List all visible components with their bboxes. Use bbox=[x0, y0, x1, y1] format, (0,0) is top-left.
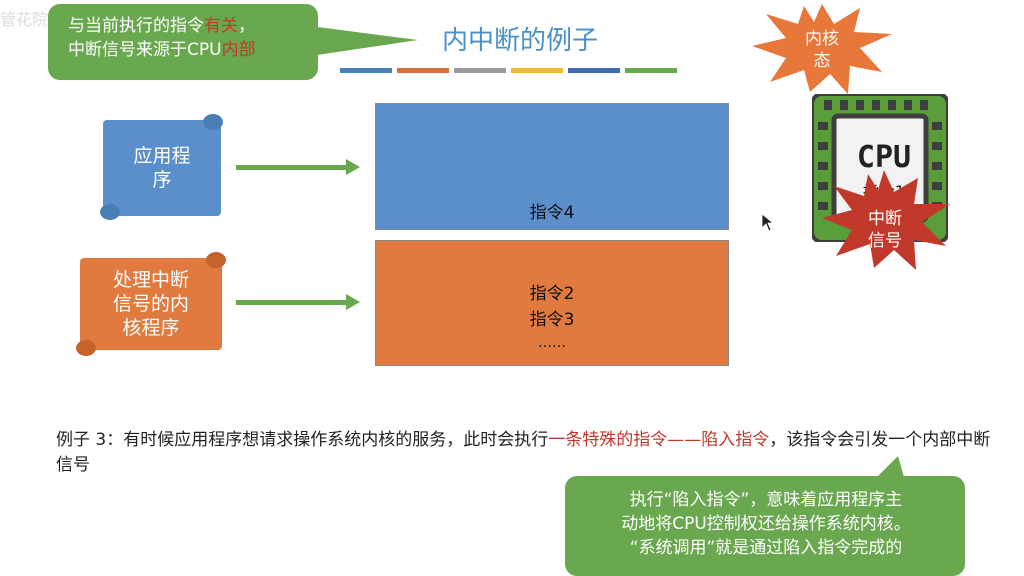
title-stripe bbox=[397, 68, 449, 73]
user-mode-box: 指令4 bbox=[375, 103, 729, 230]
kernel-mode-label-2: 态 bbox=[813, 51, 831, 71]
arrow-kernel-head bbox=[346, 294, 360, 310]
callout-top-pointer bbox=[310, 26, 418, 56]
interrupt-signal-label-1: 中断 bbox=[868, 209, 902, 229]
kernel-handler-label-3: 核程序 bbox=[122, 317, 180, 339]
kernel-mode-box: 指令2 指令3 …… bbox=[375, 240, 729, 366]
instruction-ellipsis: …… bbox=[538, 335, 566, 351]
instruction-2: 指令2 bbox=[529, 284, 575, 304]
title-stripe bbox=[568, 68, 620, 73]
arrow-app-head bbox=[346, 159, 360, 175]
kernel-mode-star bbox=[752, 4, 892, 94]
kernel-mode-label-1: 内核 bbox=[805, 29, 839, 49]
callout-bottom: 执行“陷入指令”，意味着应用程序主 动地将CPU控制权还给操作系统内核。 “系统… bbox=[565, 476, 965, 576]
app-scroll-curls bbox=[100, 114, 223, 220]
example-text-end: ，该指令会引发一个内部中断信号 bbox=[56, 430, 991, 475]
app-program-scroll: 应用程 序 bbox=[103, 120, 221, 216]
title-stripe bbox=[625, 68, 677, 73]
interrupt-signal-label-2: 信号 bbox=[868, 231, 902, 251]
callout-top-highlight2: 内部 bbox=[221, 40, 256, 60]
title-stripe bbox=[454, 68, 506, 73]
callout-top-text2: 中断信号来源于CPU bbox=[68, 40, 222, 60]
arrow-kernel-to-box bbox=[236, 300, 348, 305]
kernel-handler-label-2: 信号的内 bbox=[112, 293, 189, 315]
instruction-4: 指令4 bbox=[529, 203, 575, 223]
kernel-mode-label: 内核 态 bbox=[782, 28, 862, 72]
callout-top-text: 与当前执行的指令 bbox=[68, 16, 204, 36]
kernel-scroll-curls bbox=[76, 252, 226, 356]
app-program-label-1: 应用程 bbox=[133, 145, 191, 167]
kernel-handler-scroll: 处理中断 信号的内 核程序 bbox=[80, 258, 222, 350]
callout-bottom-line2: 动地将CPU控制权还给操作系统内核。 bbox=[621, 514, 911, 534]
slide-title: 内中断的例子 bbox=[441, 26, 598, 56]
callout-top-line1: 与当前执行的指令有关， bbox=[68, 14, 308, 38]
instruction-3: 指令3 bbox=[529, 310, 575, 330]
kernel-handler-label-1: 处理中断 bbox=[112, 269, 189, 291]
title-stripe bbox=[511, 68, 563, 73]
example-text: 例子 3：有时候应用程序想请求操作系统内核的服务，此时会执行 bbox=[56, 430, 549, 450]
callout-top-line2: 中断信号来源于CPU内部 bbox=[68, 38, 308, 62]
callout-bottom-line3: “系统调用”就是通过陷入指令完成的 bbox=[629, 538, 903, 558]
example-paragraph: 例子 3：有时候应用程序想请求操作系统内核的服务，此时会执行一条特殊的指令——陷… bbox=[56, 428, 1006, 478]
arrow-app-to-user bbox=[236, 165, 348, 170]
callout-top-highlight: 有关 bbox=[204, 16, 238, 36]
title-stripe bbox=[340, 68, 392, 73]
callout-bottom-line1: 执行“陷入指令”，意味着应用程序主 bbox=[629, 490, 903, 510]
interrupt-signal-star bbox=[822, 170, 950, 270]
app-program-label-2: 序 bbox=[152, 169, 172, 191]
mouse-cursor-icon bbox=[762, 214, 774, 232]
callout-top: 与当前执行的指令有关， 中断信号来源于CPU内部 bbox=[48, 4, 318, 80]
callout-top-comma: ， bbox=[238, 16, 255, 36]
example-highlight: 一条特殊的指令——陷入指令 bbox=[548, 430, 770, 450]
cpu-label: CPU bbox=[856, 140, 912, 175]
interrupt-signal-label: 中断 信号 bbox=[845, 208, 925, 252]
